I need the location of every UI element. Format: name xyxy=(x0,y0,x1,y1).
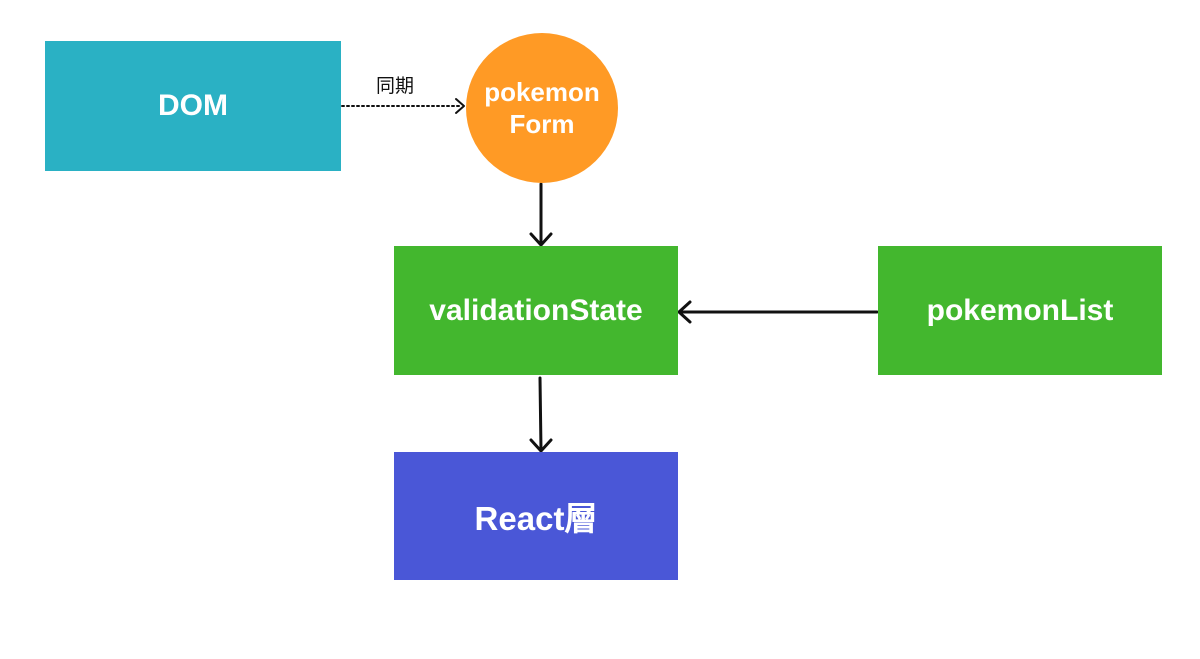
node-pokemon-list-label: pokemonList xyxy=(926,293,1114,327)
node-react-layer: React層 xyxy=(394,452,678,580)
edge-list-to-validation-arrowhead xyxy=(677,300,692,324)
node-pokemon-form-label-line1: pokemon xyxy=(484,77,600,107)
edge-validation-to-react xyxy=(538,376,543,452)
node-validation-state-label: validationState xyxy=(429,293,643,327)
node-react-layer-label: React層 xyxy=(474,500,598,537)
node-dom-label: DOM xyxy=(158,89,228,122)
node-pokemon-form: pokemon Form xyxy=(466,33,618,183)
node-validation-state: validationState xyxy=(394,246,678,375)
node-dom: DOM xyxy=(45,41,341,171)
edge-label-sync: 同期 xyxy=(376,75,415,97)
edge-form-to-validation-arrowhead xyxy=(529,232,553,247)
edge-validation-to-react-arrowhead xyxy=(529,438,553,453)
node-pokemon-form-label-line2: Form xyxy=(509,109,575,139)
node-pokemon-list: pokemonList xyxy=(878,246,1162,375)
edge-dom-to-form-arrowhead xyxy=(455,98,465,114)
